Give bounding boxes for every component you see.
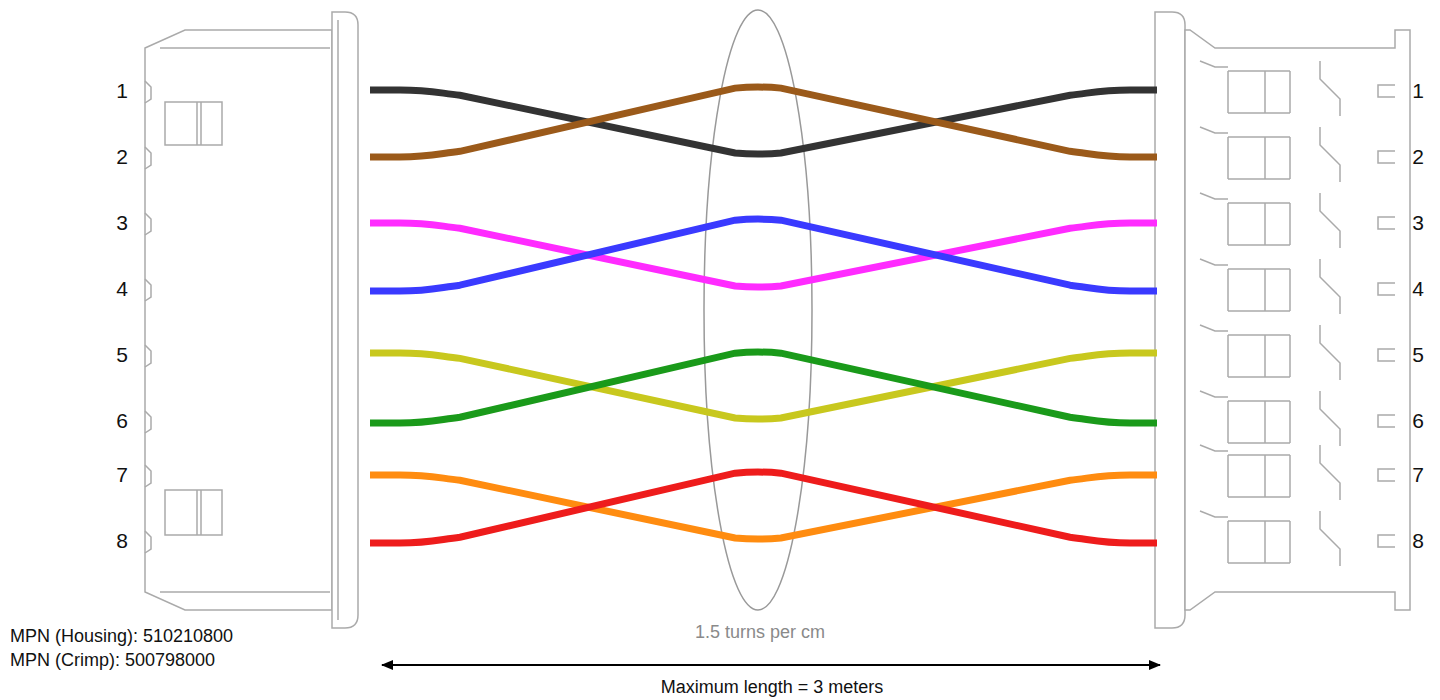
pin-number: 3 — [116, 211, 128, 234]
twist-note: 1.5 turns per cm — [695, 623, 825, 643]
housing-rib — [1200, 259, 1228, 265]
housing-bump — [145, 147, 151, 169]
housing-rib — [1200, 61, 1228, 67]
length-dimension-arrow — [382, 664, 1160, 666]
right-housing — [1155, 12, 1410, 628]
crimp-slot — [1228, 137, 1290, 179]
wire — [370, 352, 1157, 423]
wire — [370, 472, 1157, 543]
wire — [370, 219, 1157, 291]
housing-bump — [145, 411, 151, 433]
part-number: MPN (Housing): 510210800 — [10, 627, 233, 647]
crimp-slot — [1228, 455, 1290, 497]
crimp-slot — [1228, 521, 1290, 563]
pin-number: 4 — [116, 277, 128, 300]
housing-bump — [145, 213, 151, 235]
length-note: Maximum length = 3 meters — [657, 678, 888, 698]
housing-rib — [1200, 325, 1228, 331]
pin-number: 7 — [1412, 463, 1424, 486]
housing-bump — [145, 279, 151, 301]
pin-number: 2 — [1412, 145, 1424, 168]
housing-bump — [145, 531, 151, 553]
latch-tooth — [1320, 511, 1395, 566]
latch-tooth — [1320, 391, 1395, 446]
crimp-slot — [1228, 203, 1290, 245]
pin-number: 6 — [116, 409, 128, 432]
pin-number: 6 — [1412, 409, 1424, 432]
latch-tooth — [1320, 259, 1395, 314]
wire — [370, 87, 1157, 157]
pin-number: 8 — [1412, 529, 1424, 552]
latch-tooth — [1320, 193, 1395, 248]
pin-number: 7 — [116, 463, 128, 486]
housing-rib — [1200, 391, 1228, 397]
left-housing — [145, 12, 358, 628]
housing-rib — [1200, 445, 1228, 451]
pin-number: 4 — [1412, 277, 1424, 300]
part-number: MPN (Crimp): 500798000 — [10, 651, 215, 671]
crimp-slot — [1228, 269, 1290, 311]
twist-ellipse — [704, 10, 812, 610]
housing-bump — [145, 81, 151, 103]
crimp-slot — [1228, 71, 1290, 113]
housing-rib — [1200, 511, 1228, 517]
pin-number: 1 — [116, 79, 128, 102]
pin-number: 5 — [1412, 343, 1424, 366]
housing-bump — [145, 345, 151, 367]
housing-bump — [145, 465, 151, 487]
pin-number: 3 — [1412, 211, 1424, 234]
pin-number: 8 — [116, 529, 128, 552]
latch-tooth — [1320, 445, 1395, 500]
pin-number: 5 — [116, 343, 128, 366]
crimp-slot — [1228, 401, 1290, 443]
pin-number: 2 — [116, 145, 128, 168]
pin-number: 1 — [1412, 79, 1424, 102]
crimp-slot — [1228, 335, 1290, 377]
latch-tooth — [1320, 61, 1395, 116]
latch-tooth — [1320, 127, 1395, 182]
latch-tooth — [1320, 325, 1395, 380]
housing-rib — [1200, 193, 1228, 199]
housing-rib — [1200, 127, 1228, 133]
